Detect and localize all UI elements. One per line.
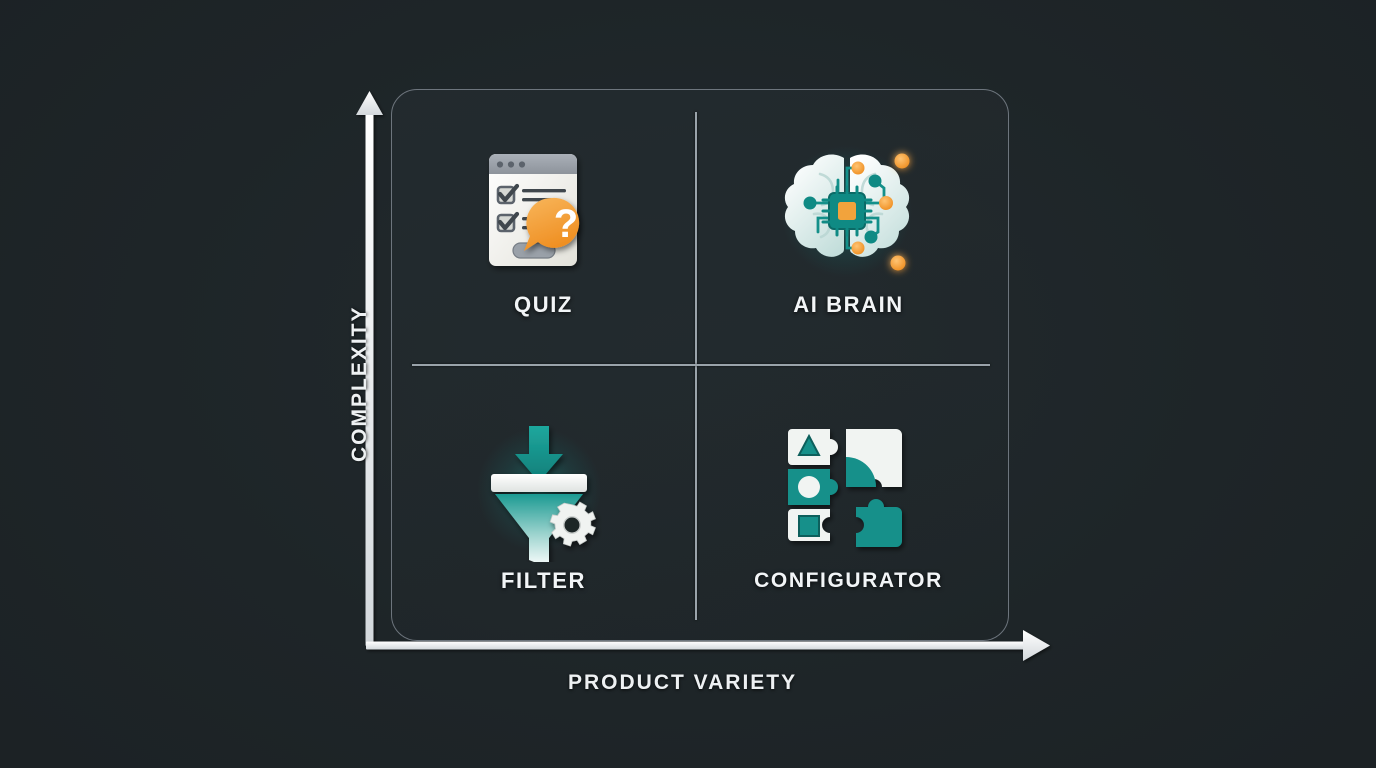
quiz-window-icon: ? — [469, 136, 619, 286]
horizontal-divider — [412, 364, 990, 366]
ai-brain-chip-icon — [774, 136, 924, 286]
quadrant-ai-brain[interactable]: AI BRAIN — [697, 90, 1000, 364]
puzzle-pieces-icon — [774, 413, 924, 563]
quadrant-label-filter: FILTER — [501, 568, 586, 593]
vertical-divider — [695, 112, 697, 620]
quadrant-filter[interactable]: FILTER — [392, 366, 695, 640]
quadrant-label-quiz: QUIZ — [514, 292, 573, 317]
matrix-panel: ? QUIZ — [391, 89, 1009, 641]
svg-text:?: ? — [553, 202, 577, 246]
quadrant-label-configurator: CONFIGURATOR — [754, 569, 943, 592]
quadrant-label-ai-brain: AI BRAIN — [793, 292, 904, 317]
quadrant-configurator[interactable]: CONFIGURATOR — [697, 366, 1000, 640]
funnel-gear-icon — [469, 412, 619, 562]
y-axis-label: COMPLEXITY — [348, 305, 371, 462]
x-axis-label: PRODUCT VARIETY — [568, 671, 798, 694]
quadrant-quiz[interactable]: ? QUIZ — [392, 90, 695, 364]
